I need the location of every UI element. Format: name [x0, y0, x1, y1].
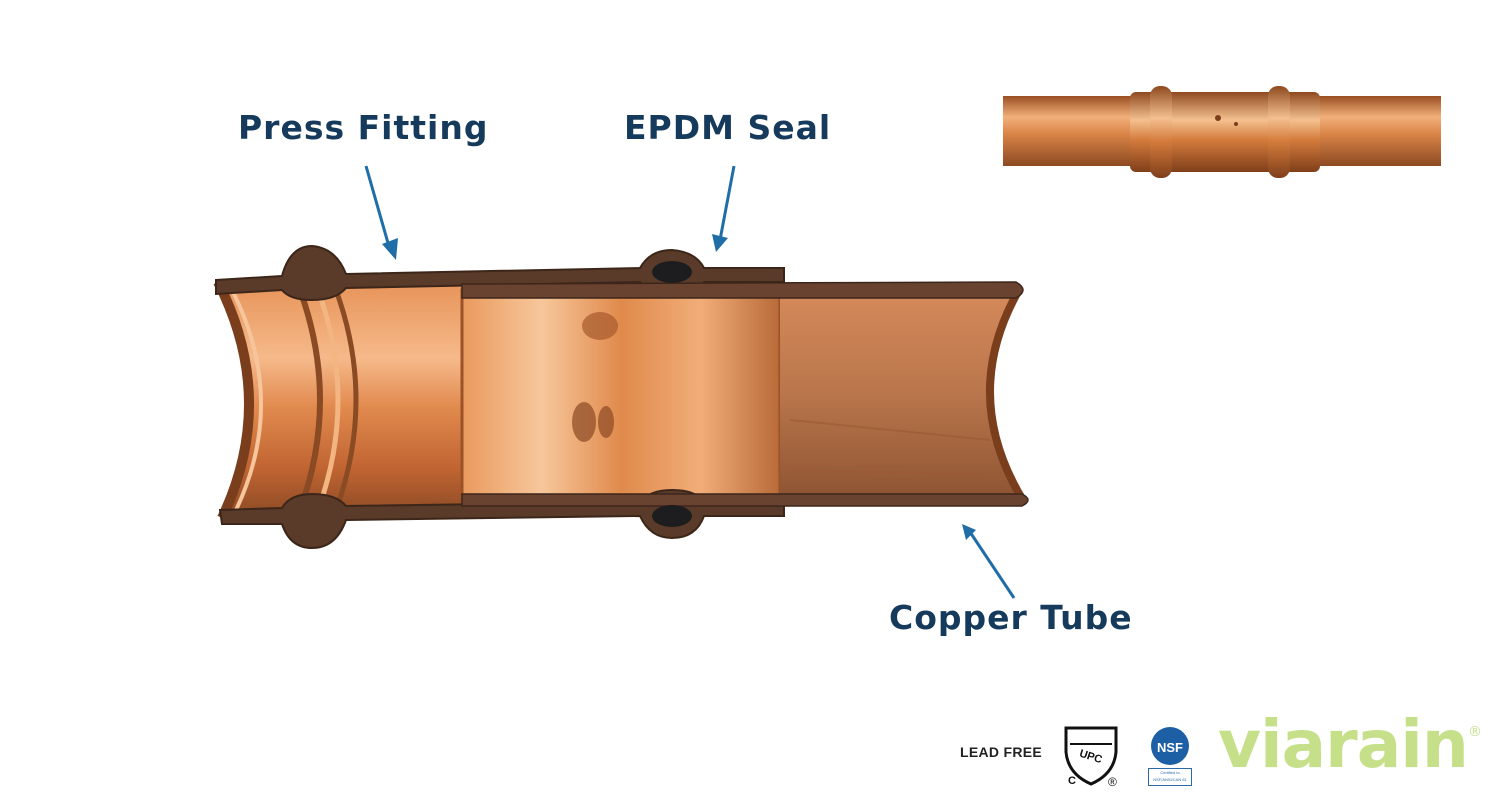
epdm-seal-arrow: [712, 165, 736, 252]
copper-tube-cutaway: [780, 285, 1028, 505]
brand-registered-mark: ®: [1468, 724, 1482, 740]
brand-logo: viarain: [1218, 706, 1469, 783]
fitting-wall-outline: [215, 244, 1029, 550]
epdm-seal-label: EPDM Seal: [624, 108, 832, 147]
nsf-certified-box: Certified to NSF/ANSI/CAN 61: [1148, 768, 1192, 786]
press-fitting-arrow: [364, 165, 398, 260]
epdm-seal-bottom: [652, 505, 692, 527]
nsf-cert-line2: NSF/ANSI/CAN 61: [1153, 777, 1187, 782]
nsf-cert-line1: Certified to: [1160, 770, 1180, 775]
copper-tube-arrow: [962, 524, 1016, 599]
copper-tube-label: Copper Tube: [889, 598, 1133, 637]
lead-free-text: LEAD FREE: [960, 744, 1043, 760]
press-fitting-cutaway: [213, 272, 782, 521]
assembled-fitting-photo: [1003, 86, 1441, 178]
press-fitting-label: Press Fitting: [238, 108, 489, 147]
epdm-seal-top: [652, 261, 692, 283]
